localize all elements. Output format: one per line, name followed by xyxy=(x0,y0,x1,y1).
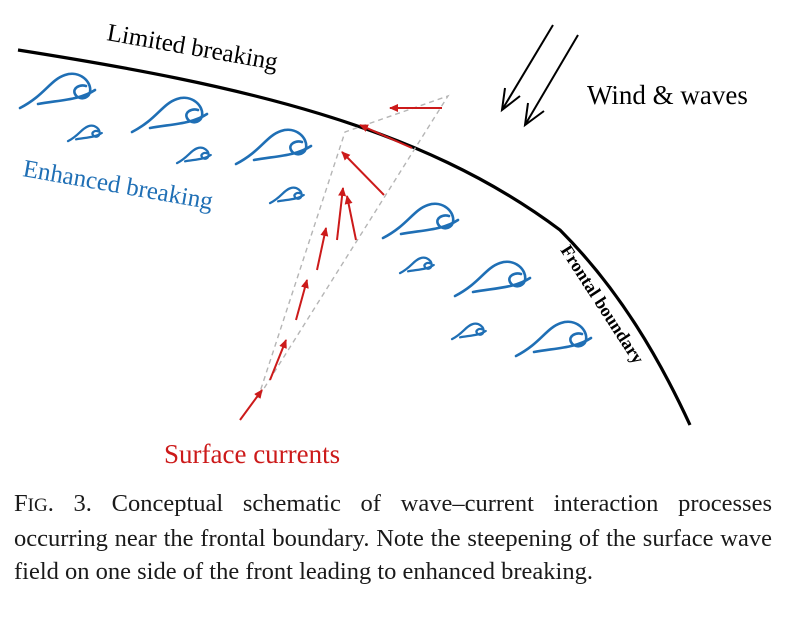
breaking-wave-icon xyxy=(66,124,103,143)
breaking-wave-icon xyxy=(130,96,209,134)
wind-arrow-icon xyxy=(523,34,579,128)
schematic-diagram: Limited breaking Wind & waves Enhanced b… xyxy=(17,19,748,469)
wave-icons xyxy=(18,72,593,358)
current-arrow-icon xyxy=(344,195,357,241)
current-arrow-icon xyxy=(269,339,287,381)
dashed-envelope xyxy=(257,94,450,399)
breaking-wave-icon xyxy=(453,260,532,298)
breaking-wave-icon xyxy=(514,320,593,358)
current-arrow-icon xyxy=(341,151,385,196)
breaking-wave-icon xyxy=(234,128,313,166)
current-arrow-icon xyxy=(295,279,309,321)
label-enhanced-breaking: Enhanced breaking xyxy=(21,155,216,215)
breaking-wave-icon xyxy=(381,202,460,240)
label-frontal-boundary: Frontal boundary xyxy=(557,241,648,367)
caption-text: Conceptual schematic of wave–current int… xyxy=(14,490,772,585)
breaking-wave-icon xyxy=(268,186,305,205)
breaking-wave-icon xyxy=(18,72,97,110)
surface-current-arrows xyxy=(239,104,442,421)
frontal-boundary-line xyxy=(17,48,692,426)
breaking-wave-icon xyxy=(175,146,212,165)
current-arrow-icon xyxy=(316,227,329,271)
label-wind-waves: Wind & waves xyxy=(587,80,748,110)
breaking-wave-icon xyxy=(398,256,435,275)
label-surface-currents: Surface currents xyxy=(164,439,340,469)
label-limited-breaking: Limited breaking xyxy=(105,19,280,76)
breaking-wave-icon xyxy=(450,322,487,341)
current-arrow-icon xyxy=(359,124,413,149)
current-arrow-icon xyxy=(239,389,263,421)
wind-arrow-icon xyxy=(500,24,554,113)
figure-label: FIG. 3. xyxy=(14,490,92,517)
current-arrow-icon xyxy=(336,187,347,241)
figure-caption: FIG. 3. Conceptual schematic of wave–cur… xyxy=(14,487,772,588)
wind-arrows xyxy=(500,24,579,128)
